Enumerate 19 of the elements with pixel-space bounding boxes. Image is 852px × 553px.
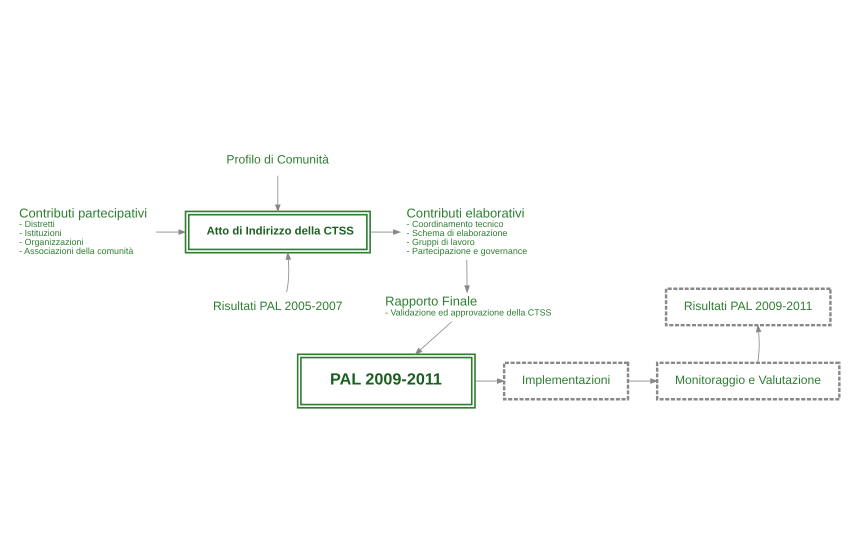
node-box: PAL 2009-2011 (296, 353, 476, 408)
node-text: Profilo di Comunità (226, 152, 329, 166)
arrow (275, 174, 281, 212)
arrow (474, 378, 506, 384)
node-box: Atto di Indirizzo della CTSS (184, 210, 371, 254)
node-text: Contributi partecipativi - Distretti - Istituzioni - Organizzazioni - Associazioni della comunità (19, 204, 148, 256)
arrow (414, 320, 452, 355)
arrow (756, 324, 762, 362)
node-box: Risultati PAL 2009-2011 (664, 287, 832, 326)
arrow (628, 378, 658, 384)
node-text: Rapporto Finale - Validazione ed approvazione della CTSS (385, 293, 552, 317)
node-text: Risultati PAL 2005-2007 (213, 298, 342, 312)
arrow (286, 251, 292, 292)
node-text: Contributi elaborativi - Coordinamento tecnico - Schema di elaborazione - Gruppi di lavoro - Partecipazione e governance (406, 204, 528, 256)
node-box: Implementazioni (502, 361, 630, 400)
arrow (370, 228, 402, 234)
arrow (464, 258, 470, 293)
node-box: Monitoraggio e Valutazione (656, 361, 841, 400)
arrow (156, 228, 187, 234)
